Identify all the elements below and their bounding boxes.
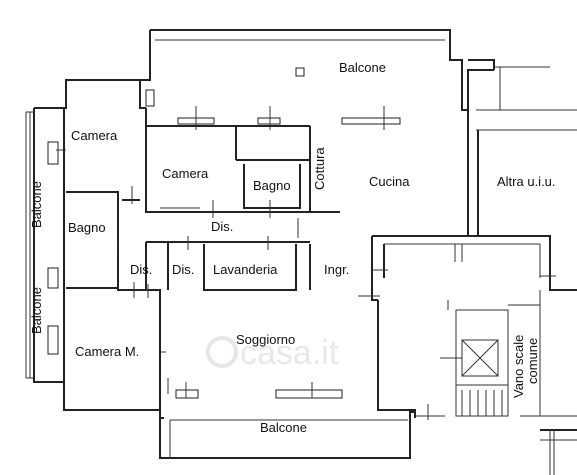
label-vano-scale-1: Vano scale (511, 335, 526, 398)
label-camera-1: Camera (71, 128, 118, 143)
label-cucina: Cucina (369, 174, 410, 189)
label-altra-uiu: Altra u.i.u. (497, 174, 556, 189)
label-camera-m: Camera M. (75, 344, 139, 359)
label-balcone-left-2: Balcone (29, 287, 44, 334)
door-ticks (56, 106, 556, 420)
label-bagno-2: Bagno (68, 220, 106, 235)
stairwell (440, 290, 541, 417)
right-structures (371, 66, 577, 475)
label-dis-3: Dis. (172, 262, 194, 277)
label-balcone-left-1: Balcone (29, 181, 44, 228)
label-bagno-1: Bagno (253, 178, 291, 193)
label-balcone-bottom: Balcone (260, 420, 307, 435)
label-lavanderia: Lavanderia (213, 262, 278, 277)
watermark: casa.it (206, 334, 339, 372)
label-dis-1: Dis. (211, 219, 233, 234)
label-cottura: Cottura (312, 147, 327, 190)
label-balcone-top: Balcone (339, 60, 386, 75)
room-labels: Balcone Camera Camera Bagno Cottura Cuci… (29, 60, 556, 435)
label-vano-scale-2: comune (525, 338, 540, 384)
label-dis-2: Dis. (130, 262, 152, 277)
interior-walls (66, 108, 340, 410)
label-ingr: Ingr. (324, 262, 349, 277)
watermark-text: casa.it (240, 334, 339, 372)
windows (47, 89, 401, 399)
fixture-square (295, 67, 305, 77)
label-soggiorno: Soggiorno (236, 332, 295, 347)
label-camera-2: Camera (162, 166, 209, 181)
